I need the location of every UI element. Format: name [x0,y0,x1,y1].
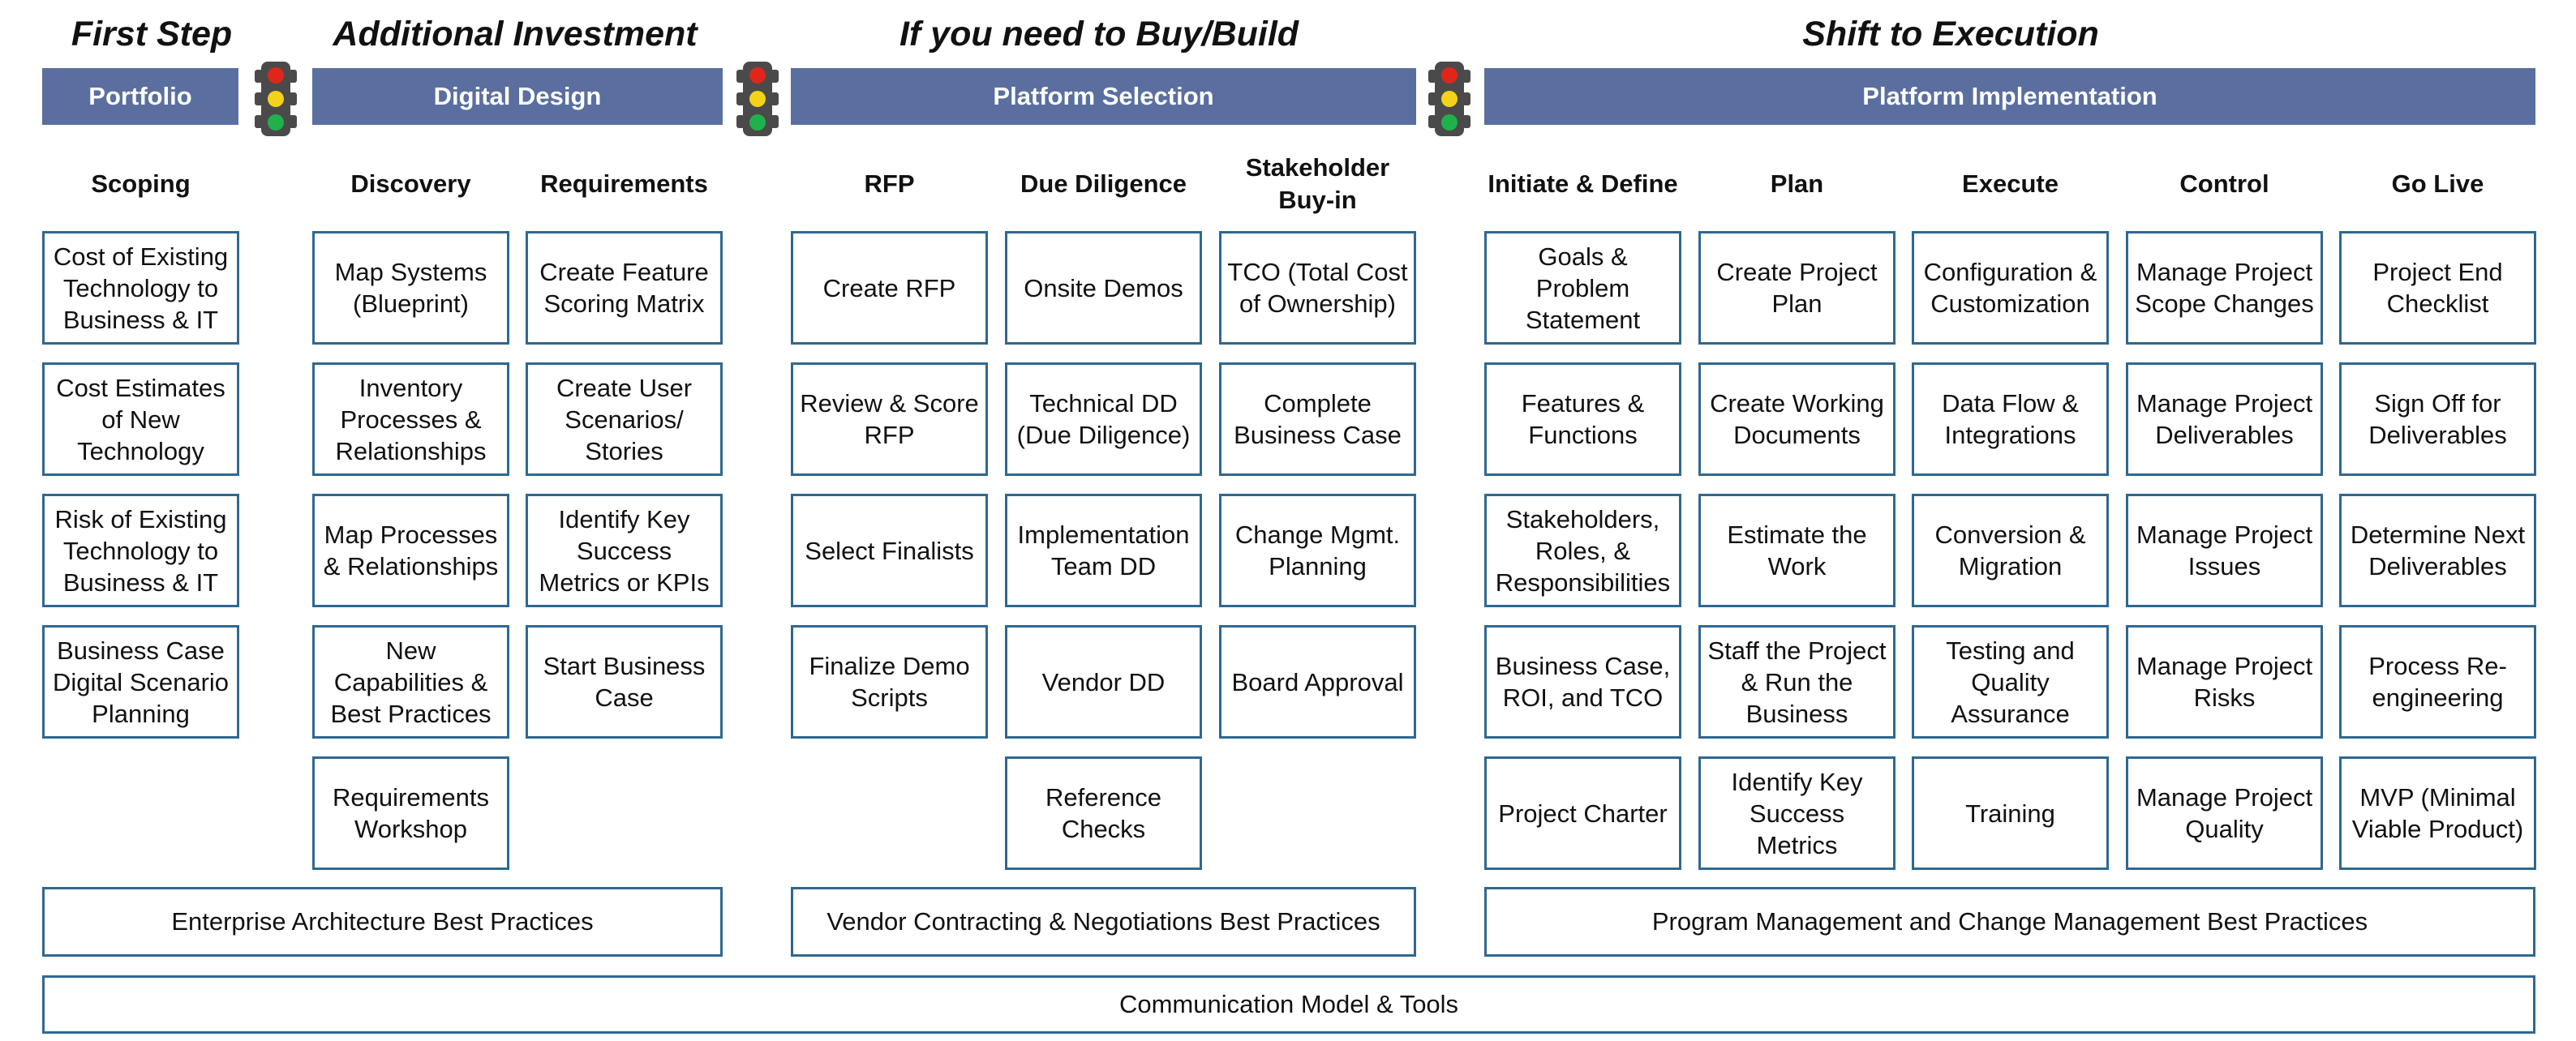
process-card: Create Project Plan [1698,231,1896,345]
band-platform-selection: Platform Selection [791,68,1416,125]
process-card: Finalize Demo Scripts [791,625,988,739]
column-header: Requirements [540,169,708,198]
phase-title-buy-build: If you need to Buy/Build [899,15,1299,54]
column-header: Discovery [350,169,471,198]
process-card: Map Systems (Blueprint) [312,231,509,345]
bp-enterprise-architecture: Enterprise Architecture Best Practices [42,887,723,957]
band-portfolio: Portfolio [42,68,238,125]
process-card: Review & Score RFP [791,362,988,476]
band-digital-design: Digital Design [312,68,723,125]
process-card: Manage Project Issues [2126,494,2323,607]
process-card: Onsite Demos [1005,231,1202,345]
column-header: Initiate & Define [1488,169,1678,198]
process-card: Determine Next Deliverables [2339,494,2536,607]
column-header: Stakeholder Buy-in [1245,153,1390,214]
process-card: Manage Project Quality [2126,756,2323,870]
column-header: RFP [864,169,915,198]
column-header: Plan [1770,169,1824,198]
process-card: Requirements Workshop [312,756,509,870]
process-card: Process Re-engineering [2339,625,2536,739]
process-card: Sign Off for Deliverables [2339,362,2536,476]
process-card: Testing and Quality Assurance [1912,625,2109,739]
process-card: Identify Key Success Metrics [1698,756,1896,870]
process-card: Create Working Documents [1698,362,1896,476]
process-card: Project End Checklist [2339,231,2536,345]
process-card: Configuration & Customization [1912,231,2109,345]
process-card: Create RFP [791,231,988,345]
process-card: Business Case Digital Scenario Planning [42,625,239,739]
column-header: Control [2179,169,2269,198]
process-card: Reference Checks [1005,756,1202,870]
process-card: Implementation Team DD [1005,494,1202,607]
process-card: Training [1912,756,2109,870]
process-card: Start Business Case [526,625,723,739]
process-card: Manage Project Risks [2126,625,2323,739]
process-card: Data Flow & Integrations [1912,362,2109,476]
process-card: Estimate the Work [1698,494,1896,607]
process-card: Stakeholders, Roles, & Responsibilities [1484,494,1681,607]
process-card: Technical DD (Due Diligence) [1005,362,1202,476]
column-header: Scoping [91,169,191,198]
process-card: Manage Project Deliverables [2126,362,2323,476]
process-card: Create User Scenarios/ Stories [526,362,723,476]
phase-title-additional-investment: Additional Investment [333,15,698,54]
process-card: Manage Project Scope Changes [2126,231,2323,345]
column-header: Go Live [2391,169,2484,198]
process-card: Vendor DD [1005,625,1202,739]
process-card: Conversion & Migration [1912,494,2109,607]
process-card: MVP (Minimal Viable Product) [2339,756,2536,870]
process-card: Risk of Existing Technology to Business … [42,494,239,607]
bp-communication: Communication Model & Tools [42,975,2535,1034]
phase-title-first-step: First Step [71,15,233,54]
process-card: Cost Estimates of New Technology [42,362,239,476]
process-card: Select Finalists [791,494,988,607]
process-card: Features & Functions [1484,362,1681,476]
process-card: Inventory Processes & Relationships [312,362,509,476]
phase-title-shift-to-execution: Shift to Execution [1802,15,2099,54]
process-card: Cost of Existing Technology to Business … [42,231,239,345]
stoplight-icon [255,62,297,136]
process-card: Change Mgmt. Planning [1219,494,1416,607]
stoplight-icon [736,62,779,136]
band-platform-implementation: Platform Implementation [1484,68,2535,125]
process-card: Board Approval [1219,625,1416,739]
process-card: TCO (Total Cost of Ownership) [1219,231,1416,345]
process-card: Complete Business Case [1219,362,1416,476]
column-header: Execute [1962,169,2059,198]
process-card: Goals & Problem Statement [1484,231,1681,345]
stoplight-icon [1428,62,1470,136]
process-card: Map Processes & Relationships [312,494,509,607]
process-card: Project Charter [1484,756,1681,870]
process-card: Create Feature Scoring Matrix [526,231,723,345]
process-card: Staff the Project & Run the Business [1698,625,1896,739]
bp-vendor-contracting: Vendor Contracting & Negotiations Best P… [791,887,1416,957]
process-card: Business Case, ROI, and TCO [1484,625,1681,739]
process-card: Identify Key Success Metrics or KPIs [526,494,723,607]
column-header: Due Diligence [1020,169,1187,198]
process-card: New Capabilities & Best Practices [312,625,509,739]
bp-program-management: Program Management and Change Management… [1484,887,2535,957]
